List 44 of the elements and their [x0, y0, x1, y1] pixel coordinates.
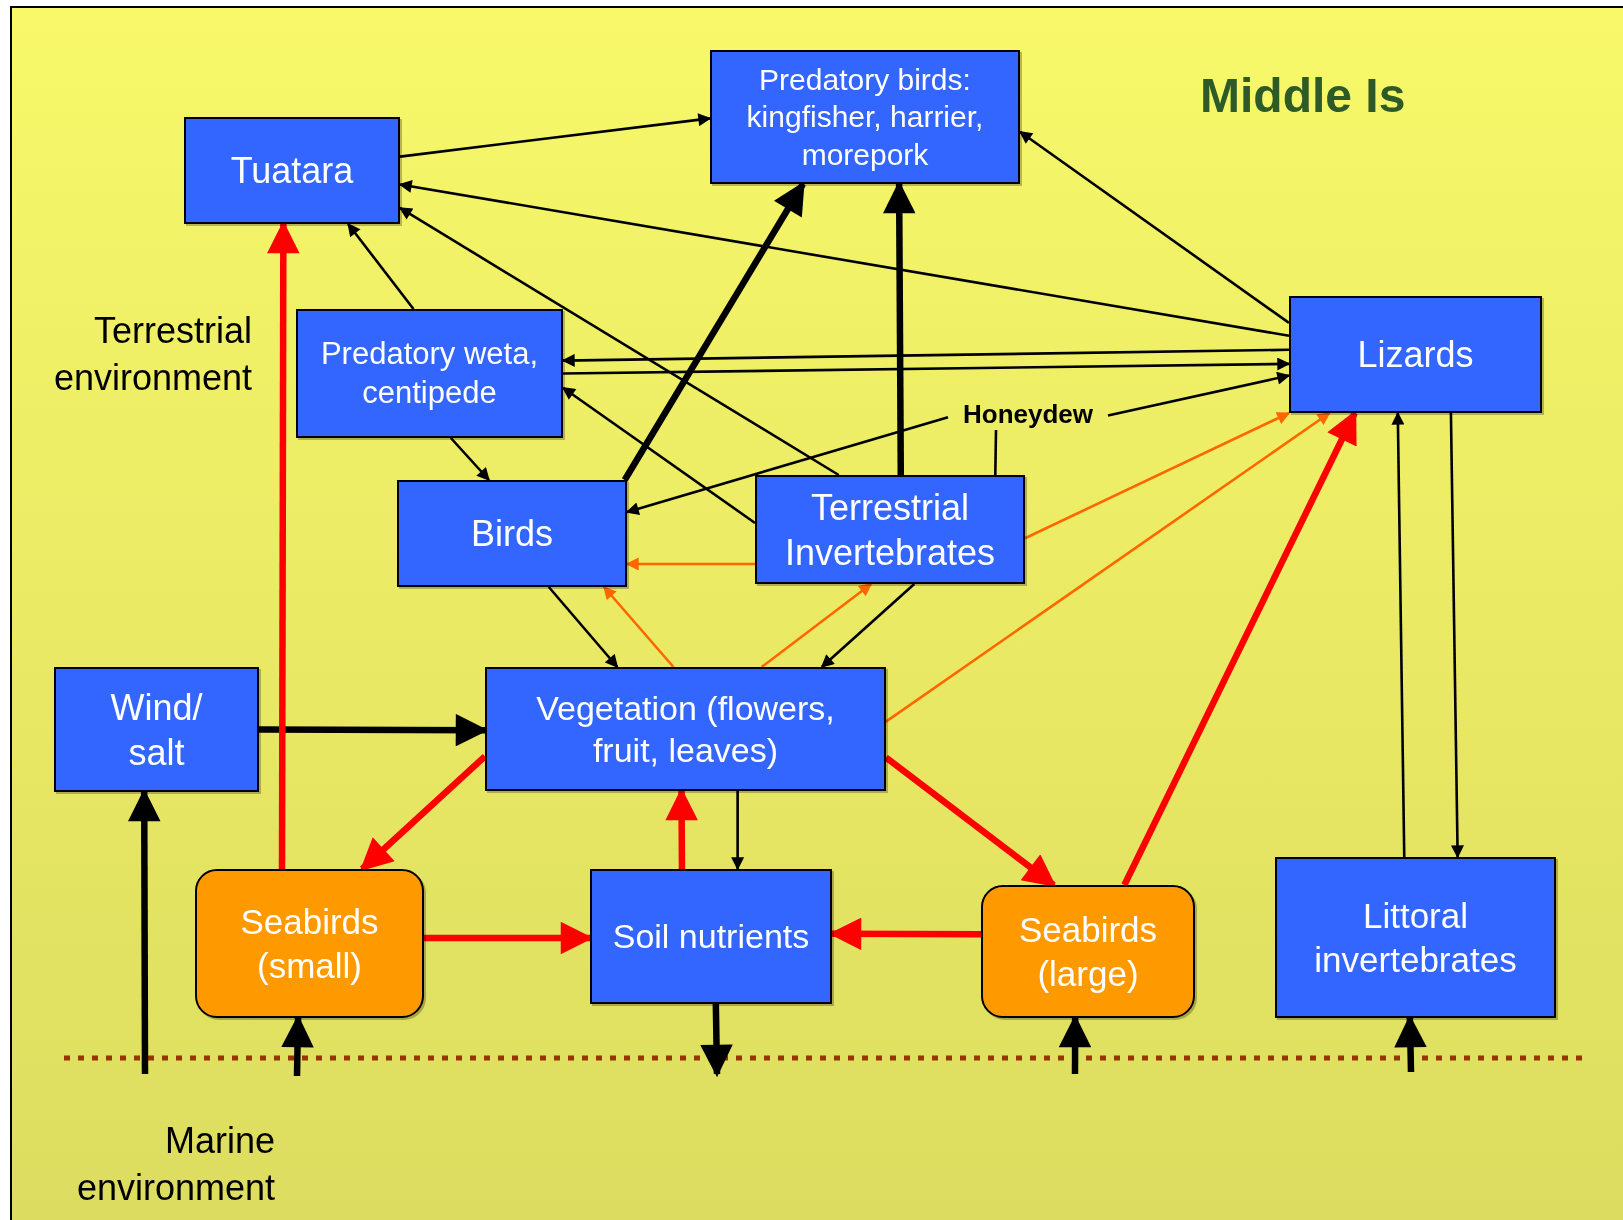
environment-label: Marine environment [75, 1119, 275, 1210]
process-box [184, 117, 400, 224]
arrow [1449, 413, 1464, 859]
process-box [397, 480, 627, 587]
text-label: Honeydew [948, 398, 1108, 430]
arrow [1391, 411, 1406, 857]
arrow [1107, 371, 1291, 417]
process-box [710, 50, 1020, 184]
process-box [1289, 296, 1542, 413]
box-label: Lizards [1357, 333, 1474, 377]
box-label: Predatory weta, centipede [319, 334, 540, 412]
environment-label: Terrestrial environment [52, 309, 252, 400]
arrow [760, 582, 873, 669]
box-label: Birds [471, 512, 553, 556]
box-label: Terrestrial Invertebrates [783, 485, 997, 575]
box-label: Wind/ salt [109, 685, 204, 775]
box-label: Tuatara [230, 149, 354, 193]
rounded-box [195, 869, 424, 1018]
arrow [399, 113, 712, 158]
arrow [731, 791, 745, 871]
leader-line [994, 430, 998, 475]
arrow [449, 437, 490, 481]
title: Middle Is [1200, 68, 1407, 123]
box-label: Vegetation (flowers, fruit, leaves) [535, 687, 836, 771]
process-box [590, 869, 832, 1004]
arrow [603, 586, 675, 668]
process-box [485, 667, 886, 791]
arrow [547, 586, 619, 668]
process-box [54, 667, 259, 792]
process-box [755, 475, 1025, 584]
rounded-box [981, 885, 1195, 1018]
process-box [296, 309, 563, 438]
box-label: Seabirds (small) [239, 900, 380, 987]
process-box [1275, 857, 1556, 1018]
box-label: Soil nutrients [612, 916, 810, 958]
box-label: Littoral invertebrates [1313, 894, 1518, 981]
arrow [563, 357, 1291, 375]
box-label: Predatory birds: kingfisher, harrier, morepork [745, 61, 985, 173]
arrow [885, 411, 1331, 723]
box-label: Seabirds (large) [1017, 908, 1159, 995]
arrow [700, 1003, 733, 1078]
arrow [347, 222, 415, 310]
arrow [820, 583, 916, 668]
arrow [1024, 411, 1291, 540]
